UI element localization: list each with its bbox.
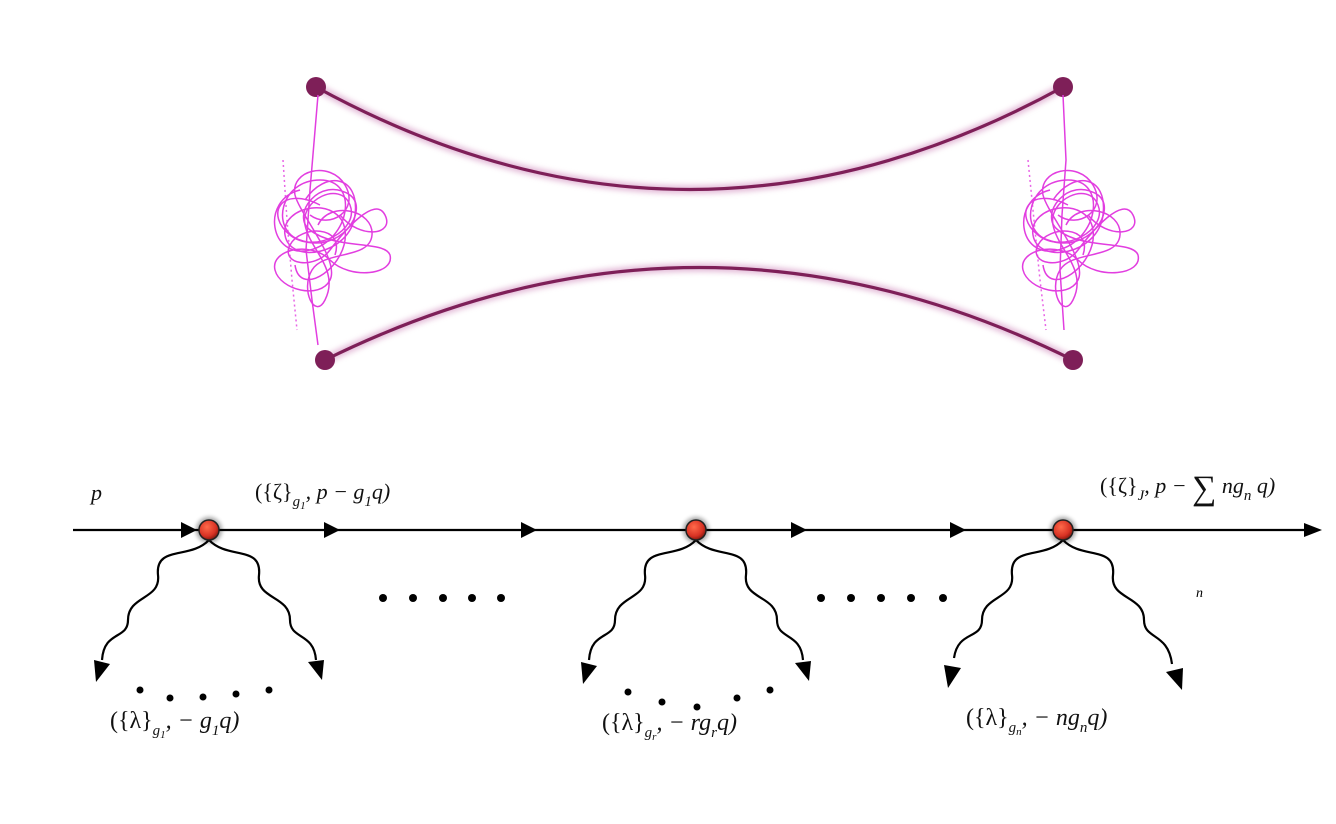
propagator-arrowheads (181, 522, 966, 538)
main-line-end-arrow (1304, 523, 1322, 537)
ellipsis-dots-2 (817, 594, 947, 602)
vertex-n (944, 517, 1183, 690)
upper-string (315, 85, 1064, 191)
string-figure (273, 77, 1139, 370)
sum-index: n (1196, 586, 1203, 601)
vertex-1 (94, 517, 324, 702)
ellipsis-dots-1 (379, 594, 505, 602)
label-p-in: p (91, 480, 102, 505)
string-endpoint-top-left (306, 77, 326, 97)
label-emitted-1: ({λ}g1, − g1q) (110, 708, 240, 741)
string-endpoint-bottom-left (315, 350, 335, 370)
lower-string (324, 266, 1074, 362)
right-tangle (1022, 94, 1139, 331)
label-emitted-r: ({λ}gr, − rgrq) (602, 710, 737, 743)
label-outgoing-j: ({ζ}J, p − ∑ ngn q) (1100, 470, 1276, 507)
label-emitted-n: ({λ}gn, − ngnq) (966, 705, 1108, 738)
label-outgoing-1: ({ζ}g1, p − g1q) (255, 479, 391, 512)
string-endpoint-top-right (1053, 77, 1073, 97)
left-tangle (273, 94, 391, 346)
vertex-r (581, 517, 811, 711)
emission-diagram (73, 517, 1322, 711)
string-endpoint-bottom-right (1063, 350, 1083, 370)
